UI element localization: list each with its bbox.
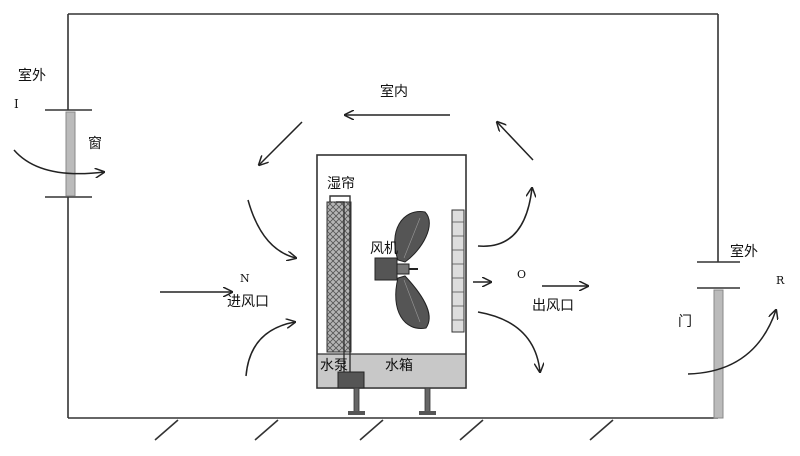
point-r-label: R	[776, 274, 785, 287]
window-label: 窗	[88, 135, 102, 152]
fan-assembly	[374, 211, 430, 329]
indoor-label: 室内	[380, 83, 408, 100]
water-pump-label: 水泵	[320, 358, 348, 374]
outlet-curve-lower	[477, 311, 540, 372]
upper-left-return-arrow	[259, 121, 303, 165]
outdoor-left-label: 室外	[18, 67, 46, 84]
outlet-grille	[451, 209, 465, 333]
cooler-legs	[348, 387, 436, 415]
ground-hatches	[154, 419, 614, 441]
point-o-label: O	[517, 268, 526, 281]
point-i-label: I	[14, 97, 19, 111]
water-pipe	[336, 201, 345, 386]
cooler-unit	[316, 154, 467, 415]
fan-label: 风机	[370, 241, 398, 257]
air-inlet-label: 进风口	[227, 294, 269, 310]
fan-hub	[396, 263, 410, 275]
inlet-curve-lower	[245, 322, 295, 377]
air-outlet-label: 出风口	[532, 298, 574, 314]
door-inflow-arrow	[687, 310, 776, 375]
upper-right-return-arrow	[497, 122, 534, 161]
outdoor-right-label: 室外	[730, 243, 758, 260]
water-pump-body	[337, 371, 365, 389]
wet-curtain-pad	[326, 201, 352, 353]
labels: 室外 I 窗 室内 湿帘 风机 N 进风口 O 出风口 室外 R 门 水泵 水箱	[14, 67, 785, 374]
wet-curtain-label: 湿帘	[327, 176, 355, 192]
door-label: 门	[678, 314, 692, 330]
water-tank-label: 水箱	[385, 358, 413, 374]
airflow-arrows	[13, 115, 776, 377]
outlet-curve-upper	[477, 188, 532, 247]
window-inflow-arrow	[13, 149, 104, 174]
room-walls	[67, 13, 719, 419]
fan-motor	[374, 257, 398, 281]
door-opening	[697, 261, 740, 419]
point-n-label: N	[240, 272, 250, 285]
fan-blade-upper	[394, 211, 430, 263]
inlet-curve-upper	[247, 199, 296, 258]
window-opening	[45, 109, 92, 198]
